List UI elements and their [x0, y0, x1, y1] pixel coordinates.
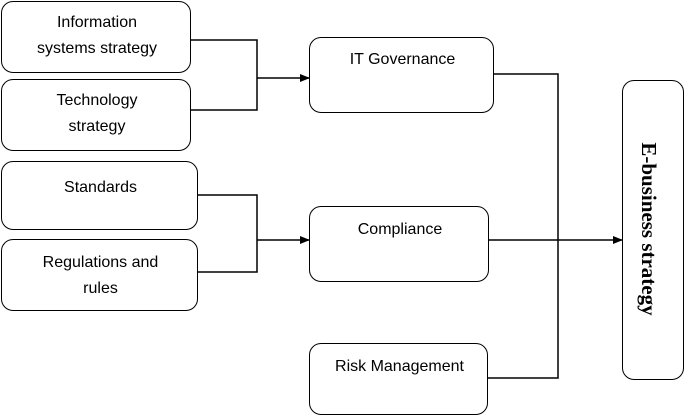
standards-label: Standards: [64, 179, 137, 196]
compliance-label: Compliance: [357, 221, 443, 238]
ebusiness-strategy-label: E-business strategy: [637, 142, 661, 316]
ebusiness-strategy-box: [622, 80, 684, 380]
regulations-and-rules-label: Regulations and rules: [42, 254, 159, 297]
risk-management-box: Risk Management: [309, 343, 488, 415]
regulations-and-rules-box: Regulations and rules: [1, 239, 198, 311]
standards-box: Standards: [1, 161, 198, 230]
compliance-box: Compliance: [309, 206, 489, 282]
risk-management-label: Risk Management: [335, 358, 464, 375]
it-governance-label: IT Governance: [349, 51, 456, 68]
it-governance-box: IT Governance: [309, 37, 494, 113]
connector-it-governance: [487, 73, 559, 379]
info-systems-strategy-label: Information systems strategy: [36, 14, 158, 57]
info-systems-strategy-box: Information systems strategy: [1, 1, 191, 73]
connector-standards: [197, 194, 258, 273]
technology-strategy-label: Technology strategy: [56, 92, 138, 135]
connector-info-systems: [190, 39, 258, 111]
technology-strategy-box: Technology strategy: [1, 79, 191, 151]
